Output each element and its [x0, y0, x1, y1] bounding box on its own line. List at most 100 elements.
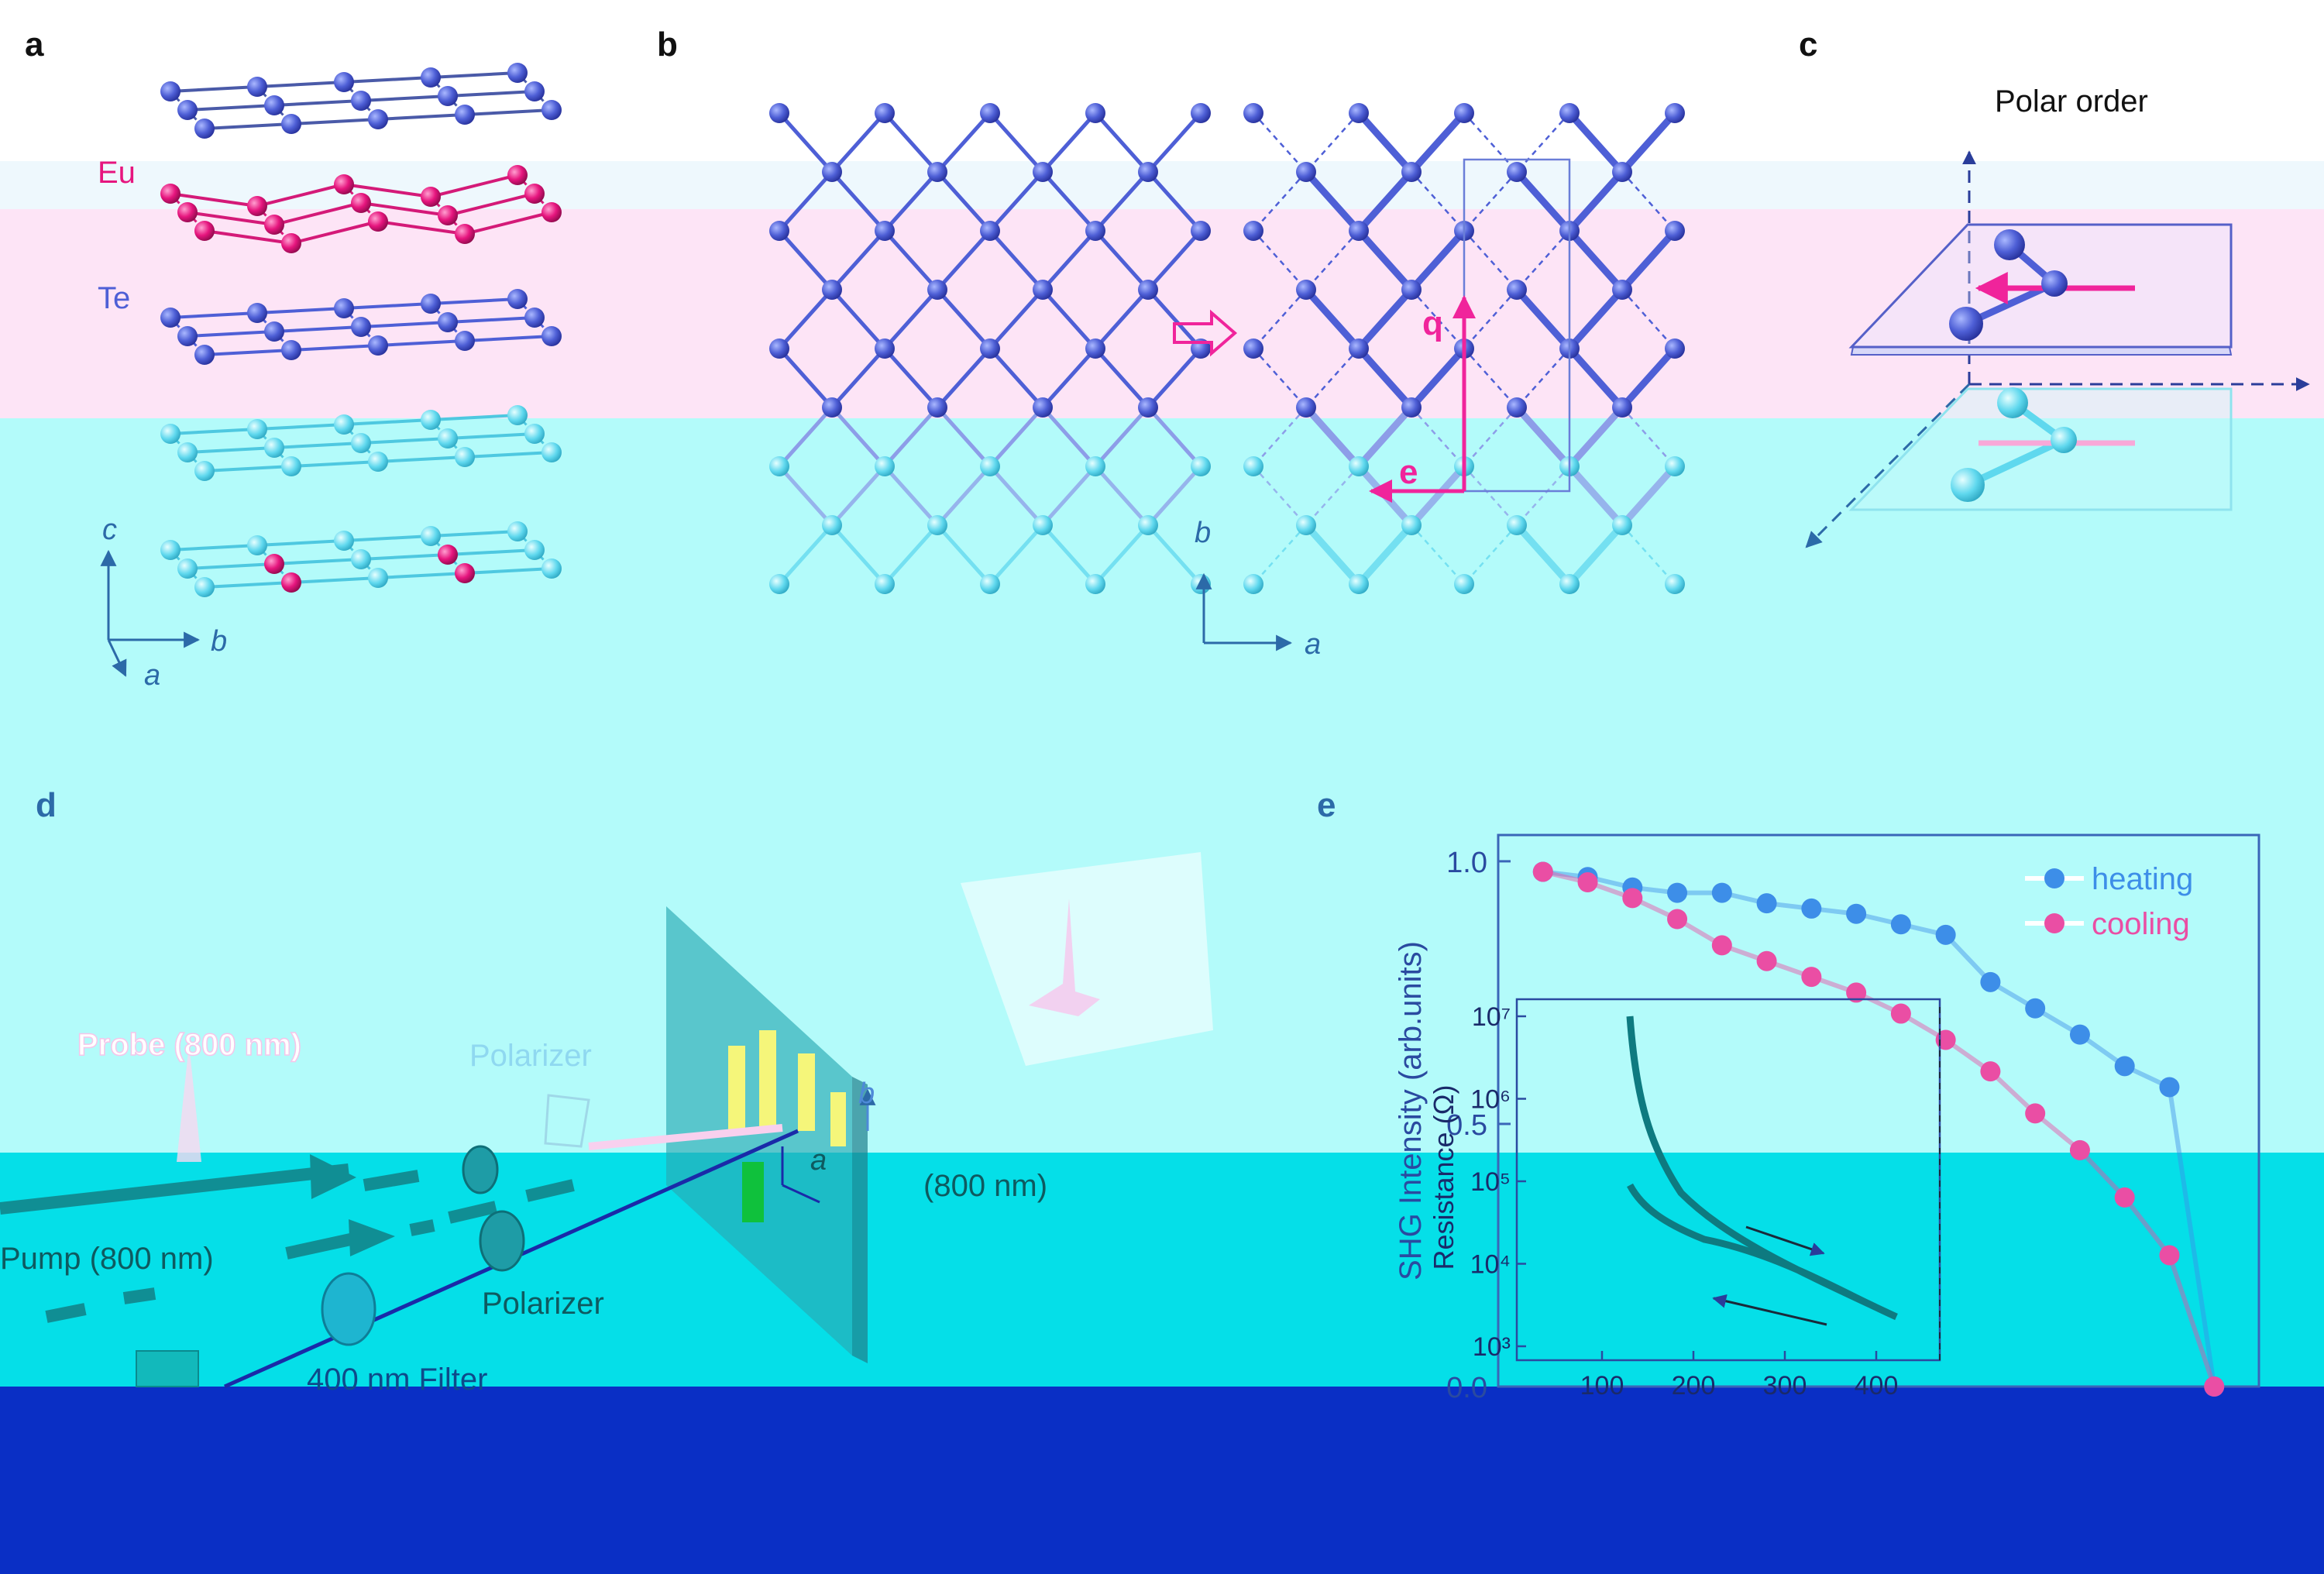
shg-plot-frame — [1497, 833, 2260, 1388]
point-heating — [2025, 998, 2046, 1019]
point-cooling — [1667, 909, 1688, 930]
bond — [1094, 347, 1150, 409]
atom — [455, 331, 475, 351]
atom — [1191, 221, 1211, 241]
bond — [1253, 466, 1307, 526]
bond — [1303, 522, 1362, 587]
atom — [1033, 515, 1053, 535]
heating-arrow — [1745, 1225, 1825, 1256]
bond — [343, 534, 431, 542]
point-cooling — [1890, 1003, 1911, 1024]
atom — [1507, 280, 1527, 300]
bond — [778, 112, 834, 174]
bond — [1253, 289, 1307, 349]
point-cooling — [2114, 1187, 2135, 1208]
bond — [1463, 112, 1518, 173]
atom — [875, 103, 895, 123]
axis-c-label: c — [102, 514, 117, 546]
bond — [1356, 345, 1415, 411]
bond — [1253, 171, 1307, 232]
bond — [1408, 463, 1467, 528]
atom — [980, 574, 1000, 594]
bond — [778, 347, 834, 409]
atom — [822, 162, 842, 182]
point-cooling — [1711, 935, 1732, 956]
atom — [769, 574, 789, 594]
bond — [1463, 348, 1518, 408]
atom — [438, 86, 458, 106]
atom — [194, 461, 215, 481]
bond — [1411, 524, 1465, 585]
bond — [1094, 524, 1150, 586]
atom — [769, 456, 789, 476]
bond — [290, 220, 379, 245]
bond — [447, 192, 535, 217]
bond — [883, 229, 939, 291]
inset-x-tick-label: 400 — [1855, 1371, 1899, 1400]
atom — [1243, 339, 1263, 359]
atom — [177, 100, 198, 120]
bond — [1253, 348, 1307, 408]
bond — [1411, 289, 1465, 349]
bond — [883, 406, 939, 468]
bond — [464, 211, 552, 235]
bond — [464, 451, 552, 459]
atom — [1612, 280, 1632, 300]
bond — [170, 85, 258, 93]
bond — [377, 220, 466, 235]
axis-a-label-b: a — [1305, 628, 1321, 661]
polarizer-top-label: Polarizer — [469, 1039, 592, 1073]
bond — [1041, 406, 1097, 468]
bond — [256, 423, 345, 431]
point-cooling — [2069, 1139, 2090, 1160]
bond — [187, 211, 275, 226]
atom — [1612, 515, 1632, 535]
atom — [194, 119, 215, 139]
bond — [936, 347, 992, 409]
bond — [290, 576, 379, 584]
bond — [204, 465, 292, 473]
atom — [247, 535, 267, 555]
atom — [351, 317, 371, 337]
atom — [1349, 221, 1369, 241]
atom — [1349, 103, 1369, 123]
atom — [1243, 456, 1263, 476]
point-cooling — [1980, 1061, 2001, 1082]
bond — [1147, 524, 1202, 586]
bond — [778, 170, 834, 232]
panel-a-crystal-layers — [160, 63, 562, 597]
bond — [1094, 288, 1150, 350]
bond — [936, 288, 992, 350]
bond — [1041, 524, 1097, 586]
atom — [1401, 397, 1422, 418]
bond — [1619, 228, 1678, 293]
panel-b-lattice-right — [1243, 103, 1685, 594]
atom — [368, 452, 388, 472]
bond — [464, 335, 552, 342]
bond — [187, 562, 275, 570]
bond — [1463, 230, 1518, 290]
atom — [334, 414, 354, 435]
point-heating — [1935, 924, 1956, 945]
bond — [187, 446, 275, 454]
bond — [1253, 407, 1307, 467]
series-line-cooling — [1542, 869, 2217, 1387]
atom — [875, 456, 895, 476]
axis-a-label-d: a — [810, 1144, 827, 1177]
atom — [1085, 574, 1105, 594]
bond — [883, 170, 939, 232]
bond — [256, 81, 345, 88]
series-line-heating — [1542, 869, 2217, 1387]
bond — [273, 99, 362, 107]
bond — [204, 229, 292, 245]
atom — [822, 280, 842, 300]
bond — [1566, 345, 1625, 411]
atom — [507, 521, 528, 541]
atom — [1401, 515, 1422, 535]
bond — [1041, 112, 1097, 174]
bond — [1303, 404, 1362, 469]
bond — [1463, 466, 1518, 526]
te-label: Te — [98, 281, 130, 315]
